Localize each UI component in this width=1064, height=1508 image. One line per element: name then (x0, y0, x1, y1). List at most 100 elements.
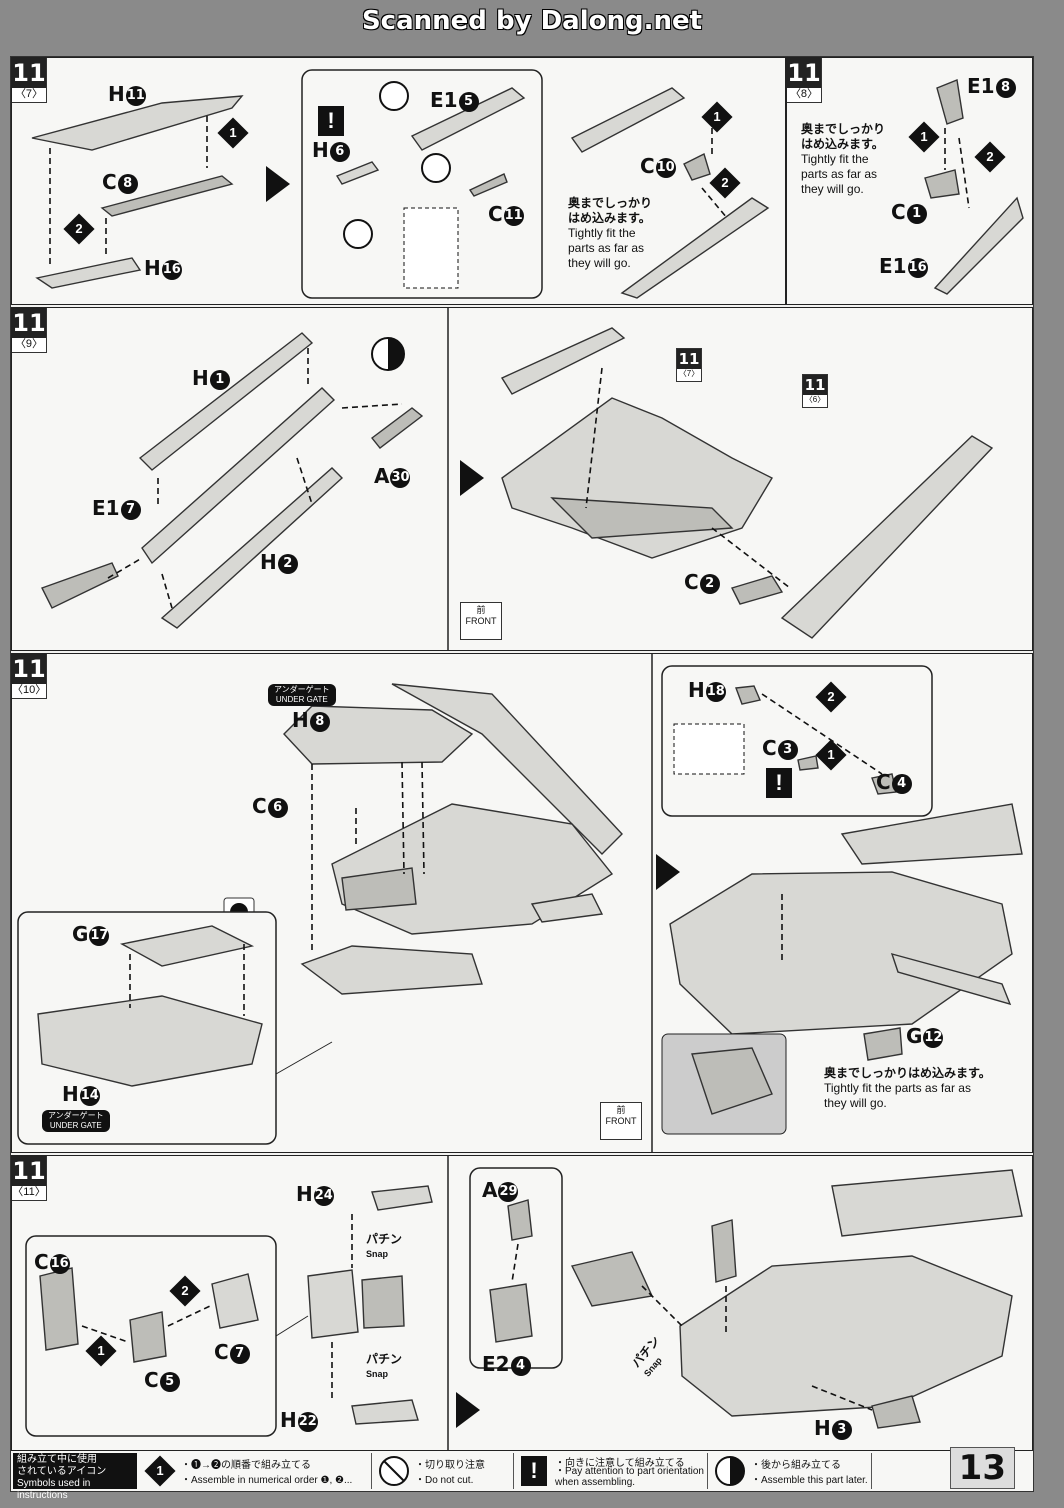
fit-tightly-note: 奥までしっかり はめ込みます。 Tightly fit the parts as… (801, 122, 886, 196)
step-number: 11 (12, 654, 46, 684)
ref-step-substep: 〈6〉 (804, 395, 826, 404)
order-1-icon: 1 (908, 121, 940, 153)
legend-cut-en: ・Do not cut. (415, 1475, 474, 1486)
under-gate-jp: アンダーゲート (274, 685, 330, 694)
step-8-drawing (924, 79, 1024, 295)
snap-label: パチン Snap (366, 1232, 403, 1259)
symbol-legend: 組み立て中に使用 されているアイコン Symbols used in instr… (11, 1450, 1033, 1501)
step-number: 11 (787, 58, 821, 88)
next-arrow (460, 460, 484, 496)
order-1-icon: 1 (701, 101, 733, 133)
step-number: 11 (12, 58, 46, 88)
order-1-icon: 1 (85, 1335, 117, 1367)
step-badge: 11 〈8〉 (787, 58, 822, 103)
front-label-jp: 前 (476, 605, 486, 615)
under-gate-en: UNDER GATE (275, 695, 328, 704)
reference-step-badge: 11 〈7〉 (676, 348, 702, 382)
fit-tightly-note: 奥までしっかり はめ込みます。 Tightly fit the parts as… (568, 196, 653, 270)
orientation-warning-icon: ! (766, 768, 792, 798)
next-arrow (266, 166, 290, 202)
order-2-icon: 2 (815, 681, 847, 713)
legend-orientation-jp: ・向きに注意して組み立てる (555, 1458, 685, 1469)
order-icon: 1 (144, 1455, 176, 1487)
front-direction-icon: 前 FRONT (600, 1102, 642, 1140)
reference-step-badge: 11 〈6〉 (802, 374, 828, 408)
page-number: 13 (949, 1447, 1015, 1489)
under-gate-tag: アンダーゲート UNDER GATE (268, 684, 336, 706)
fit-tightly-note: 奥までしっかりはめ込みます。 Tightly fit the parts as … (824, 1066, 991, 1110)
step-substep: 〈7〉 (14, 88, 44, 100)
order-1-icon: 1 (217, 117, 249, 149)
do-not-cut-icon (379, 1456, 409, 1486)
step-badge: 11 〈9〉 (12, 308, 47, 353)
assemble-later-icon (715, 1456, 745, 1486)
order-2-icon: 2 (63, 213, 95, 245)
legend-later-jp: ・後から組み立てる (751, 1460, 841, 1471)
under-gate-tag: アンダーゲート UNDER GATE (42, 1110, 110, 1132)
step-substep: 〈9〉 (14, 338, 44, 350)
step-substep: 〈11〉 (12, 1186, 46, 1198)
order-2-icon: 2 (709, 167, 741, 199)
step-10-panel: 11 〈10〉 (11, 653, 1033, 1153)
next-arrow (656, 854, 680, 890)
legend-later-en: ・Assemble this part later. (751, 1475, 868, 1486)
step-11-panel: 11 〈11〉 (11, 1155, 1033, 1451)
orientation-warning-icon: ! (318, 106, 344, 136)
legend-item-later: ・後から組み立てる ・Assemble this part later. (709, 1453, 872, 1489)
legend-order-jp: ・❶→❷の順番で組み立てる (181, 1460, 311, 1471)
under-gate-en: UNDER GATE (49, 1121, 102, 1130)
step-9-drawing (41, 308, 994, 650)
legend-item-orientation: ! ・向きに注意して組み立てる ・Pay attention to part o… (515, 1453, 708, 1489)
step-substep: 〈10〉 (12, 684, 47, 696)
order-2-icon: 2 (974, 141, 1006, 173)
front-label-jp: 前 (616, 1105, 626, 1115)
ref-step-number: 11 (803, 375, 827, 395)
step-10-drawing (17, 654, 1023, 1152)
order-1-icon: 1 (815, 739, 847, 771)
next-arrow (456, 1392, 480, 1428)
step-number: 11 (12, 1156, 46, 1186)
legend-item-order: 1 ・❶→❷の順番で組み立てる ・Assemble in numerical o… (141, 1453, 372, 1489)
legend-title: 組み立て中に使用 されているアイコン Symbols used in instr… (13, 1453, 137, 1501)
front-label-en: FRONT (605, 1116, 637, 1126)
scan-watermark-title: Scanned by Dalong.net (361, 6, 703, 36)
step-badge: 11 〈10〉 (12, 654, 47, 699)
step-11-drawing (25, 1156, 1023, 1450)
legend-orientation-en: ・Pay attention to part orientation when … (555, 1466, 704, 1488)
step-number: 11 (12, 308, 46, 338)
orientation-icon: ! (521, 1456, 547, 1486)
front-direction-icon: 前 FRONT (460, 602, 502, 640)
legend-order-en: ・Assemble in numerical order ❶, ❷... (181, 1475, 353, 1486)
legend-cut-jp: ・切り取り注意 (415, 1460, 485, 1471)
